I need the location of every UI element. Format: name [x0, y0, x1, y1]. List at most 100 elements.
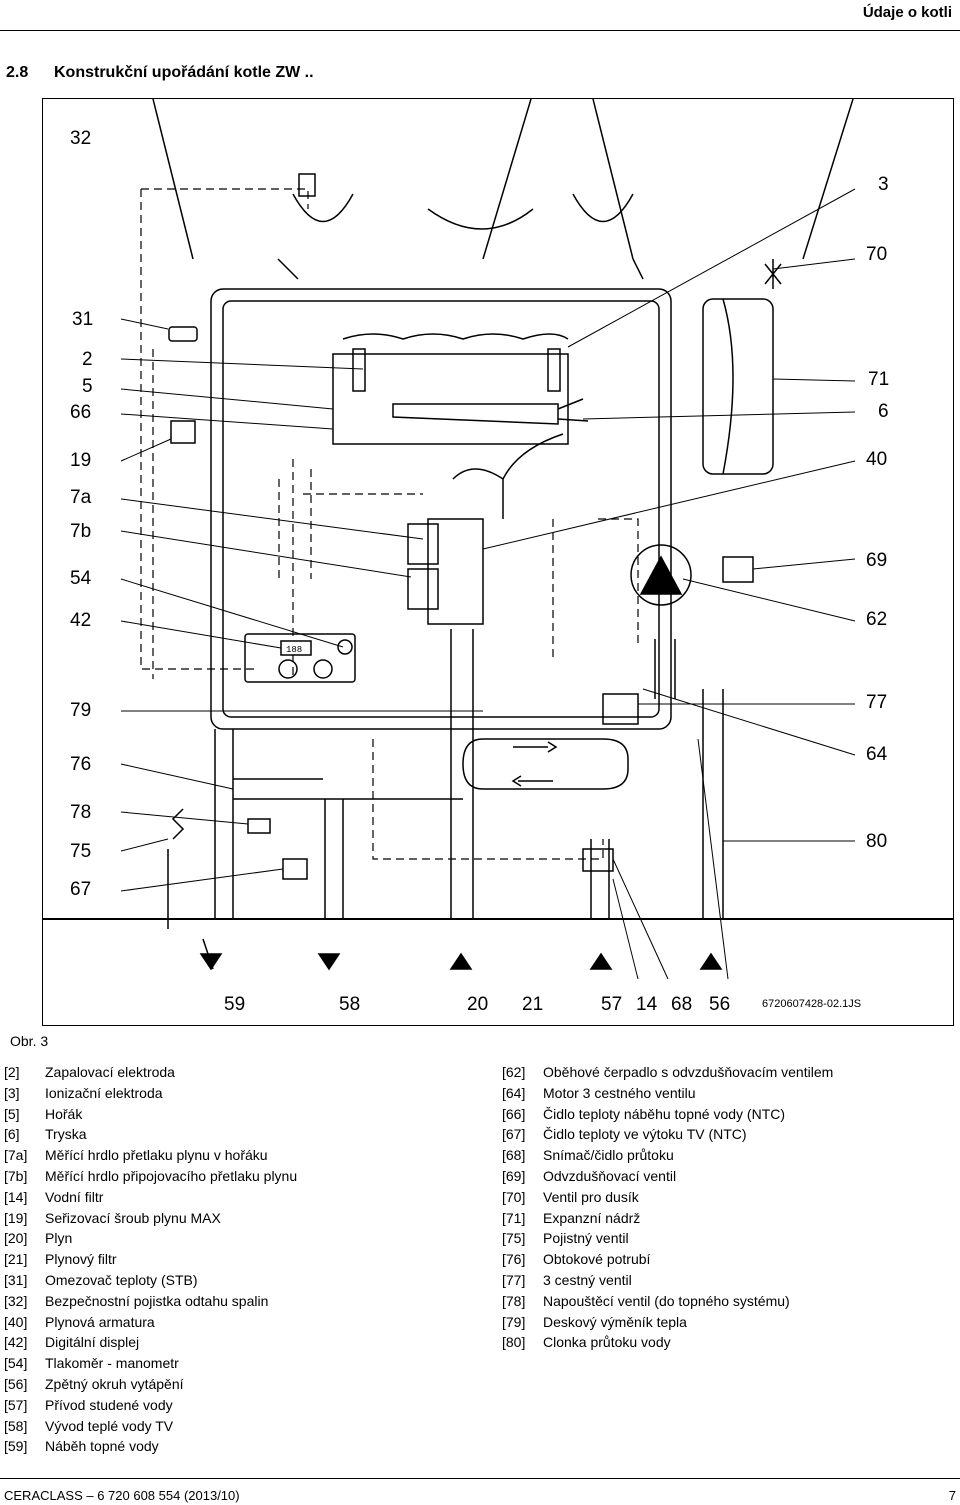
- legend-item: [70]Ventil pro dusík: [502, 1188, 639, 1205]
- arrow-in-57: [589, 952, 613, 970]
- arrow-in-20: [449, 952, 473, 970]
- callout-32: 32: [70, 128, 92, 149]
- boiler-schematic: 188: [43, 99, 953, 980]
- legend-item: [42]Digitální displej: [4, 1334, 140, 1351]
- callout-69: 69: [866, 550, 888, 571]
- callout-78: 78: [70, 802, 92, 823]
- manometer: [337, 639, 353, 655]
- callout-54: 54: [70, 568, 92, 589]
- nitrogen-valve: [764, 259, 782, 289]
- legend-item: [3]Ionizační elektroda: [4, 1084, 163, 1101]
- legend-item: [54]Tlakoměr - manometr: [4, 1355, 179, 1372]
- section-heading: 2.8 Konstrukční upořádání kotle ZW ..: [6, 64, 314, 82]
- callout-14: 14: [636, 994, 658, 1015]
- temperature-knob-heating: [278, 659, 298, 679]
- callout-31: 31: [72, 309, 94, 330]
- callout-58: 58: [339, 994, 361, 1015]
- footer-rule: [0, 1478, 960, 1479]
- callout-70: 70: [866, 244, 888, 265]
- callout-5: 5: [82, 376, 93, 397]
- legend-item: [68]Snímač/čidlo průtoku: [502, 1147, 674, 1164]
- dhw-ntc-sensor: [282, 858, 308, 880]
- callout-20: 20: [467, 994, 489, 1015]
- callout-68: 68: [671, 994, 693, 1015]
- leader-lines-right: [482, 188, 856, 842]
- callout-40: 40: [866, 449, 888, 470]
- header-section-name: Údaje o kotli: [862, 4, 952, 21]
- callout-42: 42: [70, 610, 92, 631]
- callout-21: 21: [522, 994, 544, 1015]
- callout-57: 57: [601, 994, 623, 1015]
- flow-pipe-59: [214, 729, 234, 919]
- figure-caption: Obr. 3: [10, 1033, 49, 1049]
- legend-item: [31]Omezovač teploty (STB): [4, 1271, 198, 1288]
- legend-item: [66]Čidlo teploty náběhu topné vody (NTC…: [502, 1105, 786, 1122]
- legend-item: [32]Bezpečnostní pojistka odtahu spalin: [4, 1292, 269, 1309]
- flue-hood-left: [152, 99, 194, 260]
- hot-water-pipe-58: [324, 799, 344, 919]
- footer-document-id: CERACLASS – 6 720 608 554 (2013/10): [4, 1488, 240, 1503]
- section-title: Konstrukční upořádání kotle ZW ..: [54, 64, 314, 81]
- leader-lines-left: [120, 318, 483, 892]
- circulation-pump: [630, 544, 692, 606]
- callout-67: 67: [70, 879, 92, 900]
- legend-item: [64]Motor 3 cestného ventilu: [502, 1084, 696, 1101]
- ignition-electrode: [352, 348, 366, 392]
- combustion-chamber-frame: [210, 288, 672, 730]
- legend-item: [71]Expanzní nádrž: [502, 1209, 641, 1226]
- legend-item: [77]3 cestný ventil: [502, 1271, 632, 1288]
- legend-item: [69]Odvzdušňovací ventil: [502, 1167, 677, 1184]
- flue-hood-right: [802, 99, 854, 260]
- legend-item: [20]Plyn: [4, 1230, 73, 1247]
- callout-6: 6: [878, 401, 889, 422]
- callout-71: 71: [868, 369, 890, 390]
- callout-56: 56: [709, 994, 731, 1015]
- temperature-limiter: [168, 326, 198, 342]
- legend-item: [40]Plynová armatura: [4, 1313, 155, 1330]
- legend-item: [7a]Měřící hrdlo přetlaku plynu v hořáku: [4, 1147, 268, 1164]
- section-number: 2.8: [6, 64, 29, 81]
- legend-item: [5]Hořák: [4, 1105, 83, 1122]
- legend-item: [57]Přívod studené vody: [4, 1396, 173, 1413]
- callout-59: 59: [224, 994, 246, 1015]
- arrow-out-59: [199, 953, 223, 971]
- legend-item: [78]Napouštěcí ventil (do topného systém…: [502, 1292, 790, 1309]
- legend-item: [21]Plynový filtr: [4, 1251, 117, 1268]
- heat-exchanger-fins: [342, 333, 569, 340]
- callout-62: 62: [866, 609, 888, 630]
- gas-pipe-20: [450, 629, 474, 919]
- legend-right: [62]Oběhové čerpadlo s odvzdušňovacím ve…: [502, 1062, 833, 1353]
- legend-item: [7b]Měřící hrdlo připojovacího přetlaku …: [4, 1167, 298, 1184]
- flow-ntc-sensor: [170, 420, 196, 444]
- legend-item: [67]Čidlo teploty ve výtoku TV (NTC): [502, 1126, 747, 1143]
- callout-7a: 7a: [70, 487, 92, 508]
- legend-item: [58]Vývod teplé vody TV: [4, 1417, 174, 1434]
- callout-7b: 7b: [70, 521, 92, 542]
- flue-safety-sensor: [298, 173, 316, 197]
- callout-75: 75: [70, 841, 92, 862]
- callout-80: 80: [866, 831, 888, 852]
- expansion-tank: [702, 298, 774, 475]
- gas-nozzle-rail: [392, 403, 559, 425]
- pump-symbol: [639, 555, 683, 595]
- safety-valve: [171, 808, 185, 840]
- cold-water-pipe-57: [590, 839, 610, 919]
- legend-item: [76]Obtokové potrubí: [502, 1251, 651, 1268]
- arrow-out-58: [317, 953, 341, 971]
- figure-code: 6720607428-02.1JS: [762, 998, 862, 1010]
- svg-text:188: 188: [286, 645, 302, 655]
- return-pipe-56: [702, 689, 724, 919]
- boiler-diagram: 188: [42, 98, 954, 1026]
- ionisation-electrode: [547, 348, 561, 392]
- gas-valve-block: [427, 518, 484, 625]
- air-vent-valve: [722, 556, 754, 583]
- callout-76: 76: [70, 754, 92, 775]
- temperature-knob-water: [313, 659, 333, 679]
- page-number: 7: [948, 1488, 956, 1503]
- callout-3: 3: [878, 174, 889, 195]
- bypass-pipe: [233, 778, 463, 800]
- callout-79: 79: [70, 700, 92, 721]
- legend-item: [62]Oběhové čerpadlo s odvzdušňovacím ve…: [502, 1064, 834, 1080]
- legend-item: [14]Vodní filtr: [4, 1188, 104, 1205]
- callout-2: 2: [82, 349, 93, 370]
